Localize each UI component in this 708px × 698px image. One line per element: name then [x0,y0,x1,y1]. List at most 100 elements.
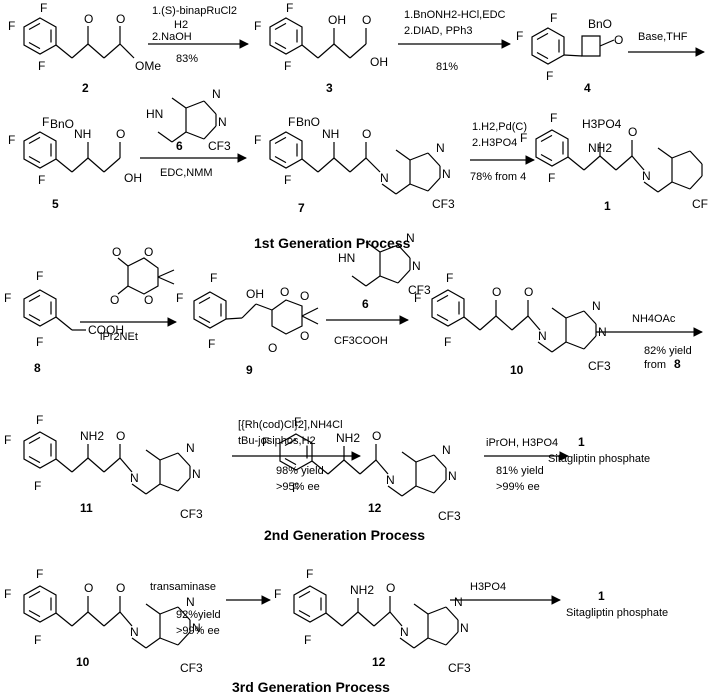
compound-label-9: 9 [246,363,253,377]
compound-label-1: 1 [604,199,611,213]
atom-cf3: CF3 [588,359,611,373]
atom-f: F [306,567,313,581]
atom-f: F [38,173,45,187]
compound-8: COOH F F F 8 [4,269,124,375]
atom-f: F [34,633,41,647]
reagent-text: [{Rh(cod)Cl}2],NH4Cl [238,419,343,431]
atom-n: N [192,621,201,635]
yield-text: 82% yield [644,345,692,357]
compound-12: NH2 O N N N CF3 F F F 12 [274,567,471,675]
atom-o: O [492,285,501,299]
compound-label-12: 12 [372,655,386,669]
atom-f: F [36,335,43,349]
atom-f: F [4,433,11,447]
compound-6: HN N N CF3 6 [338,231,431,311]
compound-label-10: 10 [510,363,524,377]
atom-n: N [386,473,395,487]
compound-label-1: 1 [598,589,605,603]
step-amidation-6: HN N N CF3 6 CF3COOH [326,231,431,347]
atom-n: N [406,231,415,245]
yield-text: 81% [436,61,458,73]
reagent-text: H3PO4 [470,581,506,593]
atom-f: F [284,173,291,187]
step-ring-opening: Base,THF [628,31,705,57]
atom-f: F [292,481,299,495]
reagent-text: 1.BnONH2-HCl,EDC [404,9,506,21]
atom-o: O [116,429,125,443]
atom-ome: OMe [135,59,161,73]
atom-o: O [84,581,93,595]
atom-o: O [524,285,533,299]
atom-o: O [372,429,381,443]
atom-n: N [592,299,601,313]
yield-text: >99% ee [496,481,540,493]
section-title-gen3: 3rd Generation Process [232,679,390,695]
atom-f: F [42,115,49,129]
compound-10: O O N N N CF3 F F F 10 [4,567,203,675]
atom-o: O [386,581,395,595]
reagent-text: 1.H2,Pd(C) [472,121,527,133]
atom-nh2: NH2 [350,583,374,597]
atom-nh2: NH2 [80,429,104,443]
step-enamine-formation: NH4OAc 82% yield from 8 [596,313,703,371]
atom-o: O [112,245,121,259]
compound-4: O BnO F F F 4 [516,11,623,95]
atom-n: N [212,87,221,101]
reagent-text: CF3COOH [334,335,388,347]
atom-f: F [8,133,15,147]
atom-f: F [8,19,15,33]
compound-3: OH O OH F F F 3 [254,1,388,95]
reagent-text: iPrOH, H3PO4 [486,437,558,449]
compound-label-6: 6 [176,139,183,153]
atom-h3po4: H3PO4 [582,117,622,131]
atom-nh2: NH2 [336,431,360,445]
atom-f: F [176,291,183,305]
step-hydrogenolysis: 1.H2,Pd(C) 2.H3PO4 78% from 4 [470,121,535,183]
yield-text: >95% ee [276,481,320,493]
atom-f: F [4,291,11,305]
product-sitagliptin-gen3: 1 Sitagliptin phosphate [566,589,668,619]
reagent-text: 2.H3PO4 [472,137,517,149]
atom-cf3: CF3 [180,507,203,521]
yield-text: from [644,359,666,371]
yield-text: 83% [176,53,198,65]
atom-f: F [294,415,301,429]
compound-label-8: 8 [34,361,41,375]
atom-cooh: COOH [88,323,124,337]
atom-cf3: CF3 [208,139,231,153]
atom-cf3: CF3 [692,197,708,211]
compound-6: HN N N CF3 6 [146,87,231,153]
atom-f: F [34,479,41,493]
product-name: Sitagliptin phosphate [566,607,668,619]
compound-label-12: 12 [368,501,382,515]
atom-n: N [400,625,409,639]
atom-o: O [116,127,125,141]
atom-n: N [442,167,451,181]
atom-o: O [84,12,93,26]
atom-o: O [300,289,309,303]
atom-f: F [36,413,43,427]
compound-12: NH2 O N N N CF3 F F F 12 [262,415,461,523]
compound-label-4: 4 [584,81,591,95]
atom-f: F [208,337,215,351]
reagent-text: iPr2NEt [100,331,138,343]
atom-o: O [110,293,119,307]
atom-o: O [116,12,125,26]
atom-f: F [4,587,11,601]
atom-n: N [186,595,195,609]
atom-n: N [130,471,139,485]
atom-o: O [144,245,153,259]
atom-n: N [412,259,421,273]
atom-cf3: CF3 [438,509,461,523]
reagent-text: NH4OAc [632,313,676,325]
atom-bno: BnO [296,115,320,129]
atom-hn: HN [338,251,355,265]
compound-7: NH BnO O N N N CF3 F F F 7 [254,115,455,215]
atom-f: F [40,1,47,15]
compound-label-10: 10 [76,655,90,669]
step-phosphate-salt: H3PO4 [450,581,561,605]
compound-10: O O N N N CF3 F F F 10 [414,271,611,377]
atom-oh: OH [328,13,346,27]
atom-f: F [304,633,311,647]
